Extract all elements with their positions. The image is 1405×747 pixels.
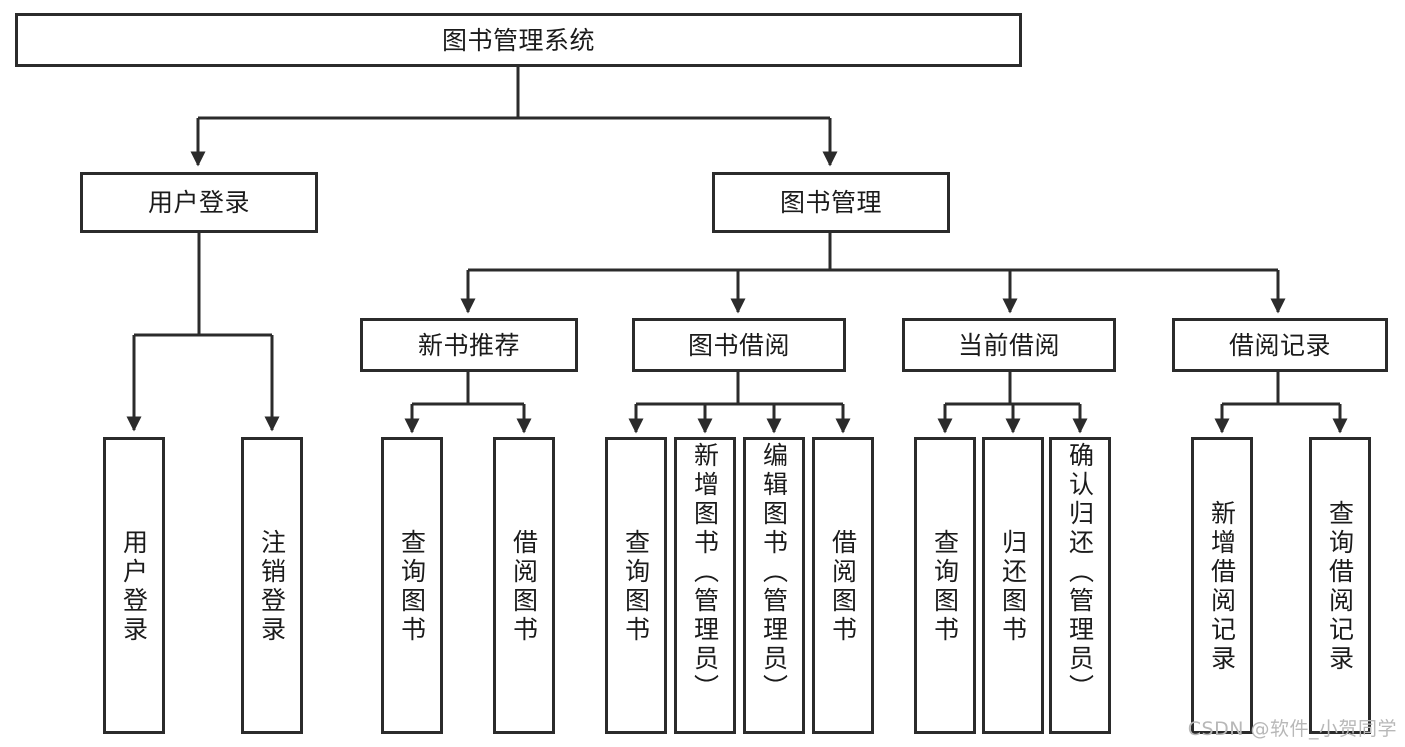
node-label: 新增借阅记录 xyxy=(1207,499,1237,674)
leaf-book-borrow-add-book-admin[interactable]: 新增图书（管理员） xyxy=(674,437,736,734)
node-label: 查询借阅记录 xyxy=(1325,499,1355,674)
node-new-book-recommend[interactable]: 新书推荐 xyxy=(360,318,578,372)
leaf-user-login-logout[interactable]: 注销登录 xyxy=(241,437,303,734)
node-label: 查询图书 xyxy=(621,528,651,645)
node-user-login[interactable]: 用户登录 xyxy=(80,172,318,233)
node-label: 确认归还（管理员） xyxy=(1065,442,1095,703)
leaf-book-borrow-edit-book-admin[interactable]: 编辑图书（管理员） xyxy=(743,437,805,734)
node-label: 借阅图书 xyxy=(828,528,858,645)
leaf-current-borrow-return-book[interactable]: 归还图书 xyxy=(982,437,1044,734)
node-label: 图书管理 xyxy=(779,188,882,217)
leaf-book-borrow-query-book[interactable]: 查询图书 xyxy=(605,437,667,734)
leaf-current-borrow-confirm-return-admin[interactable]: 确认归还（管理员） xyxy=(1049,437,1111,734)
node-label: 归还图书 xyxy=(998,528,1028,645)
node-label: 用户登录 xyxy=(147,188,250,217)
node-label: 查询图书 xyxy=(397,528,427,645)
node-borrow-record[interactable]: 借阅记录 xyxy=(1172,318,1388,372)
leaf-borrow-record-add-record[interactable]: 新增借阅记录 xyxy=(1191,437,1253,734)
node-label: 借阅图书 xyxy=(509,528,539,645)
leaf-user-login-login[interactable]: 用户登录 xyxy=(103,437,165,734)
node-label: 图书管理系统 xyxy=(441,25,595,55)
leaf-current-borrow-query-book[interactable]: 查询图书 xyxy=(914,437,976,734)
watermark-text: CSDN @软件_小贺同学 xyxy=(1187,718,1397,740)
leaf-new-book-borrow-book[interactable]: 借阅图书 xyxy=(493,437,555,734)
node-current-borrow[interactable]: 当前借阅 xyxy=(902,318,1116,372)
node-label: 借阅记录 xyxy=(1228,330,1331,360)
node-label: 新增图书（管理员） xyxy=(690,442,720,703)
node-label: 查询图书 xyxy=(930,528,960,645)
node-label: 当前借阅 xyxy=(957,330,1060,360)
leaf-new-book-query-book[interactable]: 查询图书 xyxy=(381,437,443,734)
node-label: 新书推荐 xyxy=(417,330,520,360)
node-label: 编辑图书（管理员） xyxy=(759,442,789,703)
node-book-borrow[interactable]: 图书借阅 xyxy=(632,318,846,372)
node-book-management[interactable]: 图书管理 xyxy=(712,172,950,233)
node-root-book-management-system[interactable]: 图书管理系统 xyxy=(15,13,1022,67)
node-label: 用户登录 xyxy=(119,528,149,645)
node-label: 注销登录 xyxy=(257,528,287,645)
node-label: 图书借阅 xyxy=(687,330,790,360)
leaf-borrow-record-query-record[interactable]: 查询借阅记录 xyxy=(1309,437,1371,734)
leaf-book-borrow-borrow-book[interactable]: 借阅图书 xyxy=(812,437,874,734)
